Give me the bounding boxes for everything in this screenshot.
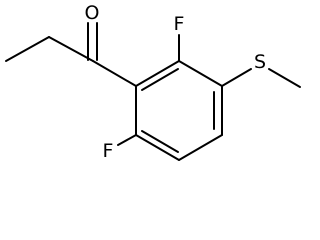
molecule-structure-canvas: O F S F [5, 2, 301, 162]
bond-ring-fluorine-bottom [117, 134, 137, 146]
molecule-structure-diagram: O F S F [5, 2, 301, 162]
sulfur-atom-label: S [254, 51, 266, 73]
ring-bond-c1-c2 [135, 60, 180, 87]
ring-bond-c5-c6 [135, 134, 180, 161]
bond-ring-sulfur [221, 68, 252, 87]
bond-carbonyl-ring [92, 60, 137, 87]
fluorine-bottom-atom-label: F [103, 140, 114, 162]
bond-methylene-carbonyl [48, 36, 94, 62]
ring-bond-c2-c3 [178, 60, 223, 87]
ring-bond-c4-c5 [178, 134, 223, 161]
bond-sulfur-methyl [268, 68, 301, 88]
oxygen-atom-label: O [85, 2, 100, 24]
ring-bond-c1-c2-inner [141, 68, 179, 91]
ring-bond-c5-c6-inner [141, 130, 179, 153]
bond-methyl-methylene [5, 36, 50, 62]
fluorine-top-atom-label: F [174, 13, 185, 35]
